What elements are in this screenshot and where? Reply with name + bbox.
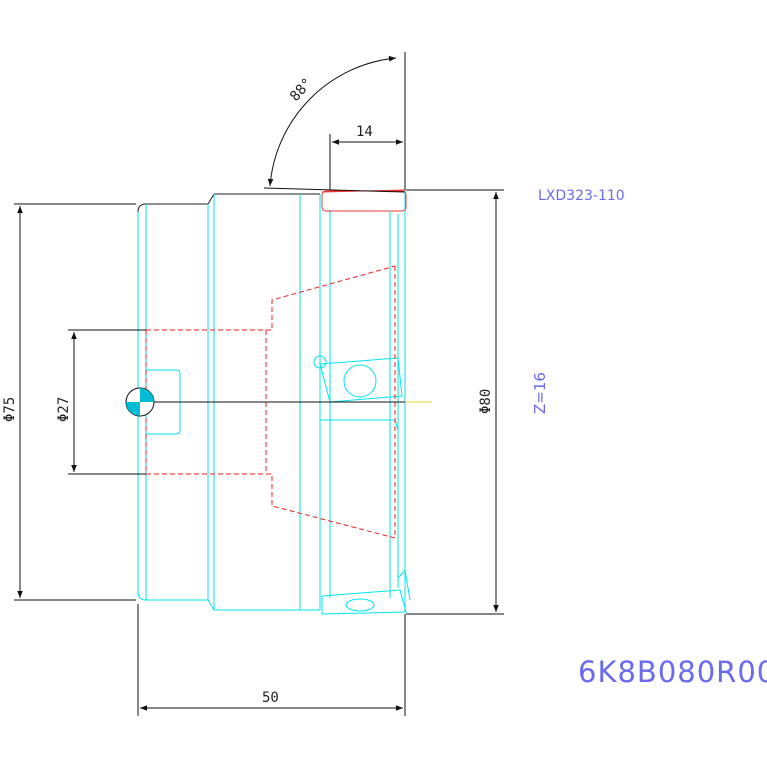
angle-label: 88° — [287, 75, 316, 105]
teeth-label: Z=16 — [531, 372, 549, 414]
angle-dimension — [263, 52, 406, 193]
top-width-label: 14 — [356, 124, 373, 140]
center-symbol — [125, 387, 155, 417]
top-width-dimension — [329, 134, 403, 190]
dia-27-dimension — [68, 329, 146, 475]
dia-27-label: Φ27 — [56, 397, 72, 422]
dia-80-dimension — [406, 189, 504, 615]
cutter-body-outline — [137, 190, 406, 612]
part-number: 6K8B080R00 — [578, 655, 767, 689]
insert-label: LXD323-110 — [538, 188, 625, 204]
length-label: 50 — [262, 690, 279, 706]
dia-75-label: Φ75 — [2, 397, 18, 422]
bottom-insert — [321, 568, 411, 615]
dia-75-dimension — [14, 203, 136, 601]
length-dimension — [137, 604, 406, 716]
dia-80-label: Φ80 — [478, 389, 494, 414]
middle-insert — [313, 355, 403, 431]
top-insert — [321, 189, 407, 212]
